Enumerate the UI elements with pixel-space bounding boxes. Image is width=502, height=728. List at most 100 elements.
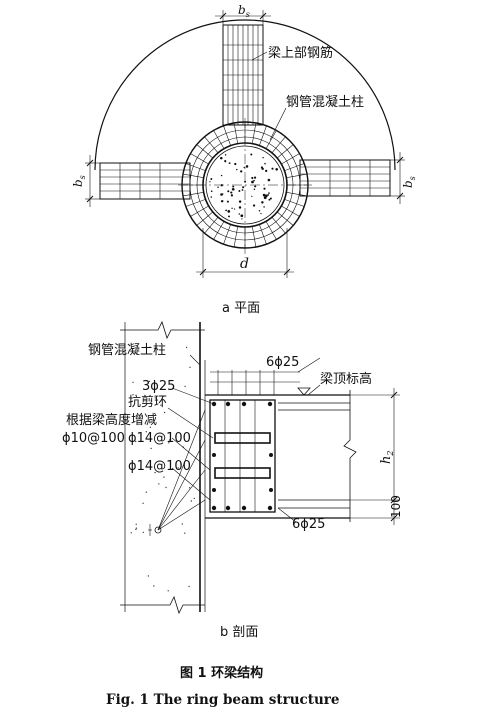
radial-stirrup — [190, 153, 209, 165]
leader-top-rebar — [251, 51, 268, 61]
radial-stirrup — [204, 217, 219, 234]
column-speckle-dot — [184, 385, 186, 388]
concrete-dot — [268, 192, 270, 194]
dim-bs-top: bs — [238, 3, 250, 19]
dim-d: d — [240, 256, 249, 272]
column-speckle-dot — [132, 394, 134, 396]
concrete-dot — [267, 194, 269, 196]
concrete-dot — [238, 206, 242, 209]
concrete-dot — [232, 185, 235, 188]
concrete-dot — [238, 200, 242, 203]
radial-stirrup — [213, 130, 225, 149]
concrete-dot — [220, 199, 224, 203]
radial-stirrup — [281, 205, 300, 217]
concrete-dot — [231, 207, 233, 210]
radial-stirrup — [252, 226, 257, 248]
left-beam-stub — [99, 162, 191, 200]
concrete-dot — [258, 210, 261, 212]
concrete-dot — [251, 176, 254, 180]
concrete-dot — [241, 189, 244, 191]
radial-stirrup — [223, 125, 231, 146]
rebar-dots — [211, 401, 273, 511]
concrete-dot — [233, 208, 236, 210]
beam-break-right — [343, 390, 357, 522]
concrete-dot — [210, 196, 213, 198]
concrete-dot — [250, 153, 253, 156]
column-speckle-dot — [190, 500, 193, 502]
caption-plan: a 平面 — [222, 301, 260, 316]
concrete-dot — [253, 179, 255, 182]
dim-bs-left: bs — [71, 175, 87, 187]
column-speckle-dot — [142, 531, 144, 534]
radial-stirrup — [185, 199, 206, 207]
concrete-dot — [230, 194, 234, 197]
label-top-bars: 6ϕ25 — [266, 355, 299, 370]
radial-stirrup — [213, 221, 225, 240]
cage-vertical-bars — [224, 400, 256, 512]
ring-stirrup-cage — [209, 399, 276, 513]
radial-stirrup — [185, 163, 206, 171]
concrete-dot — [238, 213, 241, 215]
label-stirrup-phi14-a: ϕ14@100 — [128, 431, 191, 446]
caption-section: b 剖面 — [220, 625, 258, 640]
column-speckle-dot — [188, 585, 190, 588]
concrete-dot — [220, 184, 223, 187]
beam-long-bars — [278, 402, 350, 509]
concrete-dot — [253, 176, 257, 179]
concrete-dot — [221, 193, 224, 195]
label-stirrup-phi10: ϕ10@100 — [62, 431, 125, 446]
label-top-rebar: 梁上部钢筋 — [268, 45, 333, 61]
concrete-dot — [225, 209, 227, 212]
concrete-dot — [240, 170, 243, 173]
top-beam-rebar — [223, 25, 263, 125]
concrete-dot — [269, 197, 272, 200]
radial-stirrup — [233, 122, 238, 144]
radial-stirrup — [271, 217, 286, 234]
radial-stirrup — [286, 173, 308, 178]
concrete-dot — [220, 174, 223, 177]
column-speckle-dot — [142, 502, 144, 504]
radial-stirrup — [182, 173, 204, 178]
concrete-dot — [245, 165, 249, 168]
column-speckle-dot — [132, 381, 134, 384]
concrete-dot — [263, 187, 266, 190]
concrete-dot — [210, 178, 213, 180]
concrete-dot — [240, 214, 244, 218]
column-speckle-dot — [150, 447, 152, 450]
concrete-dot — [271, 167, 274, 170]
concrete-dot — [227, 210, 231, 213]
concrete-dot — [220, 156, 223, 160]
shear-ring-2 — [214, 467, 271, 479]
concrete-dot — [224, 160, 227, 163]
left-beam-rebar — [100, 163, 190, 199]
concrete-dot — [265, 169, 268, 173]
section-labels: 钢管混凝土柱 6ϕ25 梁顶标高 3ϕ25 抗剪环 根据梁高度增减 ϕ10@10… — [62, 342, 403, 640]
dim-bs-right: bs — [401, 176, 417, 188]
radial-stirrup — [284, 163, 305, 171]
column-speckle-dot — [177, 467, 179, 469]
right-beam-rebar — [300, 160, 390, 196]
concrete-dot — [261, 201, 264, 204]
break-mark-bottom — [120, 595, 205, 615]
column-speckle-dot — [135, 523, 137, 525]
concrete-dot — [261, 167, 264, 170]
column-speckle-dot — [169, 439, 171, 441]
leader-column — [269, 107, 287, 141]
concrete-dot — [263, 206, 265, 208]
concrete-dot — [238, 190, 241, 192]
dim-h2: h2 — [379, 451, 395, 464]
radial-stirrup — [182, 192, 204, 197]
radial-stirrup — [259, 125, 267, 146]
figure-caption-cn: 图 1 环梁结构 — [180, 665, 263, 681]
section-view — [120, 320, 400, 615]
concrete-dot — [241, 218, 243, 220]
concrete-dot — [228, 162, 231, 165]
column-speckle-dot — [153, 585, 155, 587]
radial-stirrup — [277, 211, 294, 226]
radial-stirrup — [233, 226, 238, 248]
label-shear-ring: 抗剪环 — [128, 394, 167, 410]
column-speckle-dot — [163, 476, 165, 478]
column-speckle-dot — [145, 431, 147, 433]
label-stirrup-phi14-b: ϕ14@100 — [128, 459, 191, 474]
concrete-dot — [227, 190, 230, 193]
